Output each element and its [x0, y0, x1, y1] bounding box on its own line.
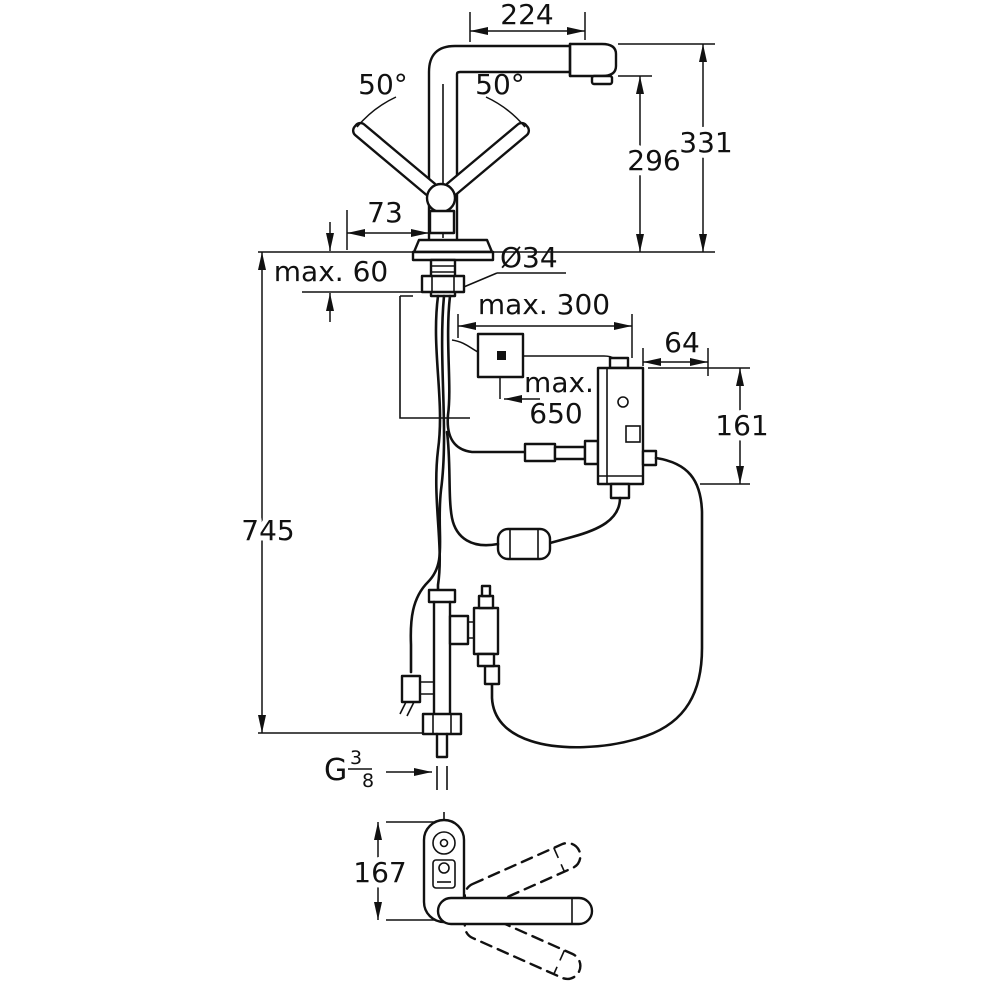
counter-outline	[399, 295, 470, 419]
dim-64-label: 64	[664, 326, 700, 359]
hose-fitting-2	[553, 445, 587, 461]
box-bottom-connector	[609, 482, 631, 500]
hose-loop	[490, 456, 704, 749]
hose-to-box	[446, 294, 527, 454]
max-60-label: max. 60	[274, 255, 388, 288]
plan-view: 167	[348, 812, 594, 981]
tee-flange	[448, 614, 470, 646]
dim-base-length: 167	[348, 821, 452, 921]
dim-296-label: 296	[627, 144, 680, 177]
spray-hose-to-faucet	[445, 430, 500, 547]
dim-lever-offset: 73	[346, 196, 429, 250]
spout-inner	[455, 70, 572, 252]
box-detail	[625, 425, 641, 443]
box-led	[617, 396, 629, 408]
dim-167-label: 167	[353, 856, 406, 889]
spout-outer	[427, 44, 572, 252]
base-escutcheon	[412, 238, 494, 254]
lever-collar	[428, 209, 456, 235]
max-cable-label: max.	[524, 366, 594, 399]
side-elbow	[400, 674, 422, 704]
dim-heights-right: 296 331	[258, 43, 738, 253]
angle-left-label: 50°	[358, 68, 408, 101]
dia-34-label: Ø34	[500, 241, 558, 274]
dim-box-offset: max. 300	[457, 288, 633, 358]
check-valve-cartridge	[472, 606, 500, 656]
valve-nipple	[480, 584, 492, 598]
label-hole-diameter: Ø34	[458, 241, 566, 290]
valve-assembly	[399, 584, 500, 790]
union-nut	[421, 712, 463, 736]
cable-650-label: 650	[529, 397, 582, 430]
aerator	[590, 74, 614, 86]
valve-cap	[477, 594, 495, 610]
box-inlet-fitting	[583, 439, 600, 466]
dim-224-label: 224	[500, 0, 553, 31]
box-top-connector	[608, 356, 630, 370]
supply-pipe	[432, 600, 452, 716]
spray-head	[568, 42, 618, 78]
faucet-side-view: 50° 50°	[351, 42, 618, 419]
sensor-plug-pin	[497, 351, 506, 360]
angle-arcs	[356, 96, 526, 128]
box-right-connector	[641, 449, 658, 467]
hose-weight	[496, 527, 552, 561]
dim-box-depth: 64	[642, 326, 709, 376]
spray-hose-upper	[548, 496, 622, 545]
sensor-cable	[409, 294, 446, 674]
dim-box-height: 161	[648, 367, 774, 485]
pipe-cross-section	[432, 831, 456, 855]
hoses-and-control-box	[409, 294, 704, 749]
pipe-stub	[435, 732, 449, 759]
dim-161-label: 161	[715, 409, 768, 442]
thread-numerator: 3	[350, 747, 362, 769]
loop-end-fitting	[483, 664, 501, 686]
mounting-nut	[420, 274, 466, 294]
dim-745-label: 745	[241, 514, 294, 547]
dim-spout-reach: 224	[469, 0, 586, 42]
angle-right-label: 50°	[475, 68, 525, 101]
lever-plan	[432, 859, 456, 889]
dim-deck-thickness: max. 60	[274, 222, 430, 322]
pipe-top-fitting	[427, 588, 457, 604]
lever-ball-joint	[425, 182, 457, 214]
hose-fitting-1	[523, 442, 557, 463]
dim-73-label: 73	[367, 196, 403, 229]
label-thread: G 3 8	[324, 747, 432, 792]
dim-under-counter: 745	[236, 252, 423, 734]
max-300-label: max. 300	[478, 288, 610, 321]
spout-plan	[436, 896, 594, 926]
dim-cable-length: max. 650	[499, 366, 594, 430]
supply-tails	[436, 766, 448, 790]
thread-g-label: G	[324, 753, 347, 788]
valve-outlet-fitting	[476, 652, 496, 668]
thread-denominator: 8	[362, 770, 374, 792]
lever-left-position	[351, 121, 439, 197]
dim-331-label: 331	[679, 126, 732, 159]
